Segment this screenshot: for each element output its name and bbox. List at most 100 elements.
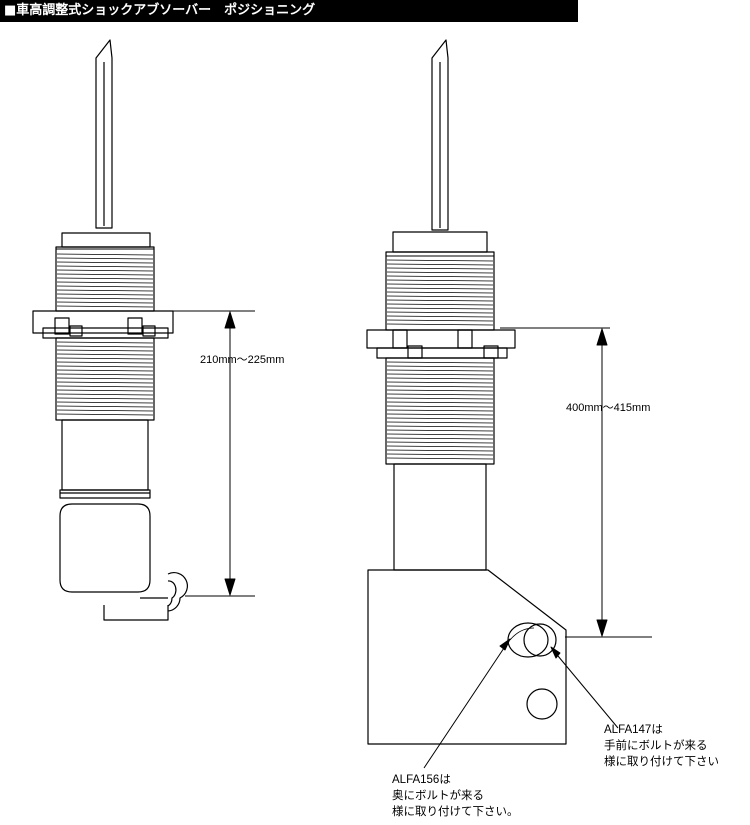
thread-line bbox=[386, 413, 494, 416]
thread-line bbox=[56, 285, 154, 288]
thread-line bbox=[56, 377, 154, 380]
thread-line bbox=[386, 267, 494, 270]
thread-line bbox=[386, 433, 494, 436]
thread-line bbox=[386, 307, 494, 310]
alfa147-leader bbox=[552, 649, 619, 729]
thread-line bbox=[386, 397, 494, 400]
thread-line bbox=[386, 385, 494, 388]
thread-line bbox=[386, 287, 494, 290]
thread-line bbox=[56, 401, 154, 404]
thread-line bbox=[386, 401, 494, 404]
thread-line bbox=[386, 417, 494, 420]
right-dimension-label: 400mm～415mm bbox=[566, 402, 651, 414]
thread-line bbox=[56, 357, 154, 360]
thread-line bbox=[56, 257, 154, 260]
right-shock-absorber bbox=[366, 39, 567, 745]
alfa147-note-line2: 手前にボルトが来る bbox=[604, 740, 708, 752]
thread-line bbox=[386, 259, 494, 262]
left-piston-rod bbox=[95, 39, 113, 229]
lower-bolt-hole bbox=[526, 688, 558, 720]
thread-line bbox=[386, 377, 494, 380]
thread-line bbox=[56, 289, 154, 292]
right-lock-nut bbox=[366, 329, 516, 349]
right-body bbox=[393, 463, 487, 571]
thread-line bbox=[56, 349, 154, 352]
thread-line bbox=[56, 389, 154, 392]
alfa147-note: ALFA147は 手前にボルトが来る 様に取り付けて下さい bbox=[604, 722, 719, 770]
alfa156-leader bbox=[423, 641, 509, 769]
thread-line bbox=[386, 449, 494, 452]
thread-line bbox=[386, 323, 494, 326]
thread-line bbox=[386, 369, 494, 372]
alfa156-note-line2: 奥にボルトが来る bbox=[392, 790, 484, 802]
thread-line bbox=[386, 291, 494, 294]
alfa156-note-line3: 様に取り付けて下さい。 bbox=[392, 806, 519, 818]
thread-line bbox=[56, 301, 154, 304]
thread-line bbox=[56, 265, 154, 268]
thread-line bbox=[386, 299, 494, 302]
right-knuckle-bracket bbox=[367, 569, 567, 745]
thread-line bbox=[386, 275, 494, 278]
left-dimension-label: 210mm～225mm bbox=[200, 354, 285, 366]
thread-line bbox=[386, 279, 494, 282]
thread-line bbox=[386, 271, 494, 274]
thread-line bbox=[56, 345, 154, 348]
thread-line bbox=[386, 405, 494, 408]
thread-line bbox=[386, 295, 494, 298]
thread-line bbox=[56, 381, 154, 384]
thread-line bbox=[56, 365, 154, 368]
thread-line bbox=[56, 269, 154, 272]
thread-line bbox=[386, 283, 494, 286]
thread-line bbox=[386, 393, 494, 396]
thread-line bbox=[56, 253, 154, 256]
thread-line bbox=[56, 353, 154, 356]
thread-line bbox=[56, 369, 154, 372]
right-thread-upper bbox=[385, 251, 495, 331]
thread-line bbox=[386, 457, 494, 460]
thread-line bbox=[56, 413, 154, 416]
left-shock-absorber bbox=[32, 39, 189, 621]
thread-line bbox=[386, 437, 494, 440]
thread-line bbox=[386, 311, 494, 314]
alfa156-bolt-hole bbox=[507, 622, 549, 658]
thread-line bbox=[56, 261, 154, 264]
thread-line bbox=[56, 393, 154, 396]
thread-line bbox=[386, 429, 494, 432]
thread-line bbox=[386, 425, 494, 428]
thread-line bbox=[386, 389, 494, 392]
thread-line bbox=[386, 441, 494, 444]
thread-line bbox=[56, 373, 154, 376]
thread-line bbox=[386, 365, 494, 368]
thread-line bbox=[56, 341, 154, 344]
alfa147-note-line3: 様に取り付けて下さい bbox=[604, 756, 719, 768]
thread-line bbox=[56, 281, 154, 284]
thread-line bbox=[56, 385, 154, 388]
thread-line bbox=[386, 409, 494, 412]
left-lock-nut bbox=[32, 310, 174, 334]
thread-line bbox=[56, 405, 154, 408]
thread-line bbox=[56, 305, 154, 308]
right-dimension-line bbox=[500, 327, 652, 638]
right-piston-rod bbox=[431, 39, 449, 231]
alfa156-note: ALFA156は 奥にボルトが来る 様に取り付けて下さい。 bbox=[392, 772, 519, 820]
thread-line bbox=[386, 263, 494, 266]
thread-line bbox=[386, 361, 494, 364]
thread-line bbox=[56, 397, 154, 400]
alfa147-note-line1: ALFA147は bbox=[604, 724, 663, 736]
thread-line bbox=[56, 273, 154, 276]
thread-line bbox=[386, 303, 494, 306]
thread-line bbox=[56, 277, 154, 280]
thread-line bbox=[386, 381, 494, 384]
thread-line bbox=[386, 421, 494, 424]
thread-line bbox=[56, 297, 154, 300]
thread-line bbox=[56, 409, 154, 412]
thread-line bbox=[386, 315, 494, 318]
left-dimension-line bbox=[150, 310, 255, 597]
alfa156-note-line1: ALFA156は bbox=[392, 774, 451, 786]
thread-line bbox=[386, 453, 494, 456]
thread-line bbox=[56, 361, 154, 364]
thread-line bbox=[56, 293, 154, 296]
page-title: ■車高調整式ショックアブソーバー ポジショニング bbox=[0, 0, 578, 22]
left-lower-mount bbox=[59, 503, 151, 593]
